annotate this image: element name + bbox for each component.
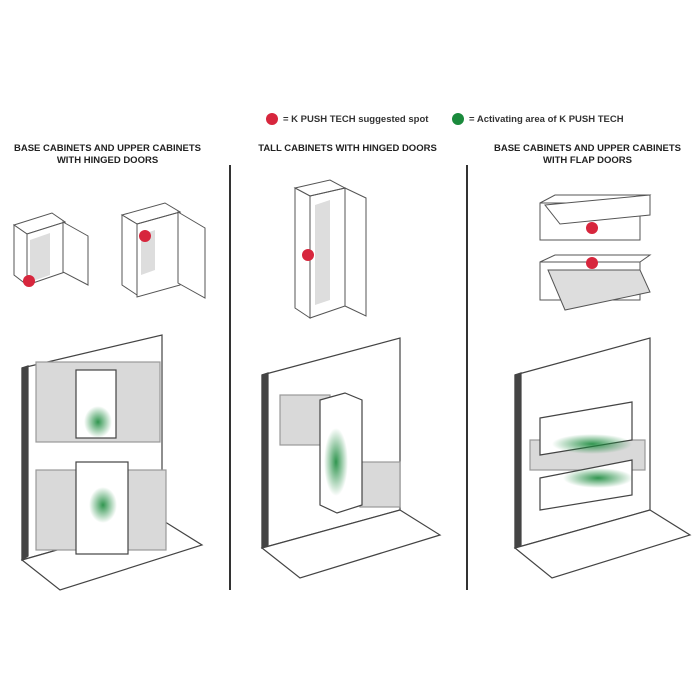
section-title-flap: BASE CABINETS AND UPPER CABINETS WITH FL… xyxy=(480,143,695,167)
flap-cabinet-upper xyxy=(539,194,652,241)
legend-label: = Activating area of K PUSH TECH xyxy=(469,113,624,125)
scene-hinged xyxy=(20,334,204,591)
upper-cabinet-open-door xyxy=(12,212,89,287)
title-line: WITH FLAP DOORS xyxy=(542,155,633,166)
scene-tall xyxy=(260,337,442,579)
suggested-spot-marker xyxy=(302,249,314,261)
suggested-spot-marker xyxy=(586,257,598,269)
title-line: BASE CABINETS AND UPPER CABINETS xyxy=(13,143,202,154)
scene-flap xyxy=(513,337,692,579)
section-title-hinged: BASE CABINETS AND UPPER CABINETS WITH HI… xyxy=(5,143,210,167)
tall-cabinet-open-door xyxy=(293,179,367,319)
title-line: BASE CABINETS AND UPPER CABINETS xyxy=(493,143,682,154)
suggested-spot-marker xyxy=(23,275,35,287)
legend-suggested-spot: = K PUSH TECH suggested spot xyxy=(266,113,428,125)
legend-label: = K PUSH TECH suggested spot xyxy=(283,113,429,125)
legend-activating-area: = Activating area of K PUSH TECH xyxy=(452,113,624,125)
suggested-spot-marker xyxy=(586,222,598,234)
title-line: TALL CABINETS WITH HINGED DOORS xyxy=(258,143,437,154)
red-dot-icon xyxy=(266,113,278,125)
base-cabinet-open-door xyxy=(120,202,206,299)
suggested-spot-marker xyxy=(139,230,151,242)
title-line: WITH HINGED DOORS xyxy=(56,155,159,166)
section-title-tall: TALL CABINETS WITH HINGED DOORS xyxy=(240,143,455,155)
green-dot-icon xyxy=(452,113,464,125)
